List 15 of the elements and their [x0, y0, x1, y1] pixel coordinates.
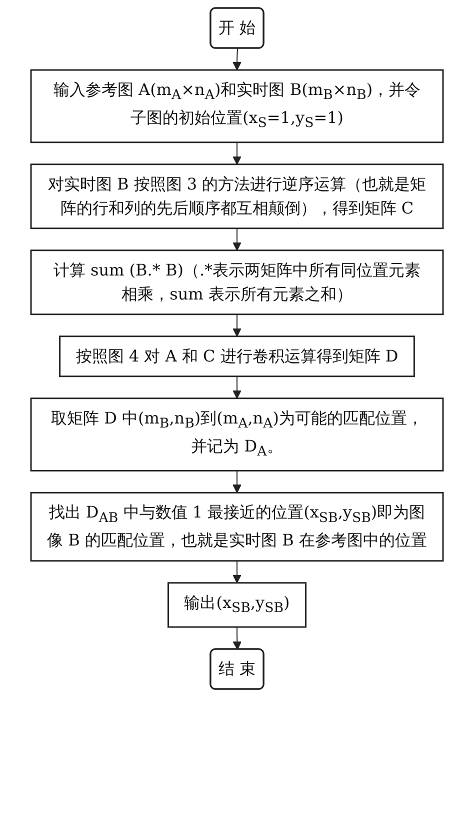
arrow: [232, 142, 242, 165]
node-box: 对实时图 B 按照图 3 的方法进行逆序运算（也就是矩阵的行和列的先后顺序都互相颠倒），得到矩阵 C: [30, 164, 444, 230]
arrow: [232, 560, 242, 584]
arrow: [232, 314, 242, 337]
node-box: 计算 sum (B.* B)（.*表示两矩阵中所有同位置元素相乘，sum 表示所有元素之和）: [30, 250, 444, 316]
node-box: 输出(x$_{SB}$,y$_{SB}$): [168, 582, 306, 628]
arrow: [232, 228, 242, 251]
node-box: 输入参考图 A(m$_{A}$×n$_{A}$)和实时图 B(m$_{B}$×n$_{B}$)，并令子图的初始位置(x$_{S}$=1,y$_{S}$=1): [30, 69, 444, 144]
node-box: 取矩阵 D 中(m$_{B}$,n$_{B}$)到(m$_{A}$,n$_{A}$)为可能的匹配位置，并记为 D$_{A}$。: [30, 398, 444, 472]
arrow: [232, 626, 242, 650]
arrow: [232, 376, 242, 399]
node-box: 找出 D$_{AB}$ 中与数值 1 最接近的位置(x$_{SB}$,y$_{SB}$)即为图像 B 的匹配位置，也就是实时图 B 在参考图中的位置: [30, 492, 444, 562]
arrow: [232, 48, 242, 70]
node-box: 按照图 4 对 A 和 C 进行卷积运算得到矩阵 D: [59, 336, 415, 378]
arrow: [232, 470, 242, 494]
